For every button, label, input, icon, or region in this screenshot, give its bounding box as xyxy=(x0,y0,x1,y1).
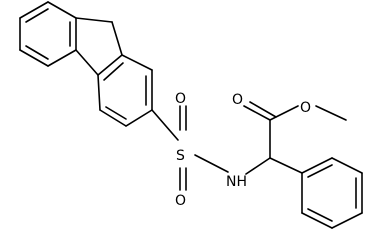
alpha-carbon-bonds xyxy=(243,101,347,175)
sulfonyl-bonds xyxy=(151,105,229,191)
ester-oxygen-label: O xyxy=(300,100,311,116)
phenyl-ring-bonds xyxy=(301,157,363,229)
carbonyl-oxygen-label: O xyxy=(232,92,243,108)
sulfonyl-oxygen-top-label: O xyxy=(175,91,186,107)
sulfur-label: S xyxy=(176,148,185,164)
amine-nh-label: NH xyxy=(226,174,247,190)
fluorene-bonds xyxy=(19,1,153,127)
sulfonyl-oxygen-bottom-label: O xyxy=(175,193,186,209)
